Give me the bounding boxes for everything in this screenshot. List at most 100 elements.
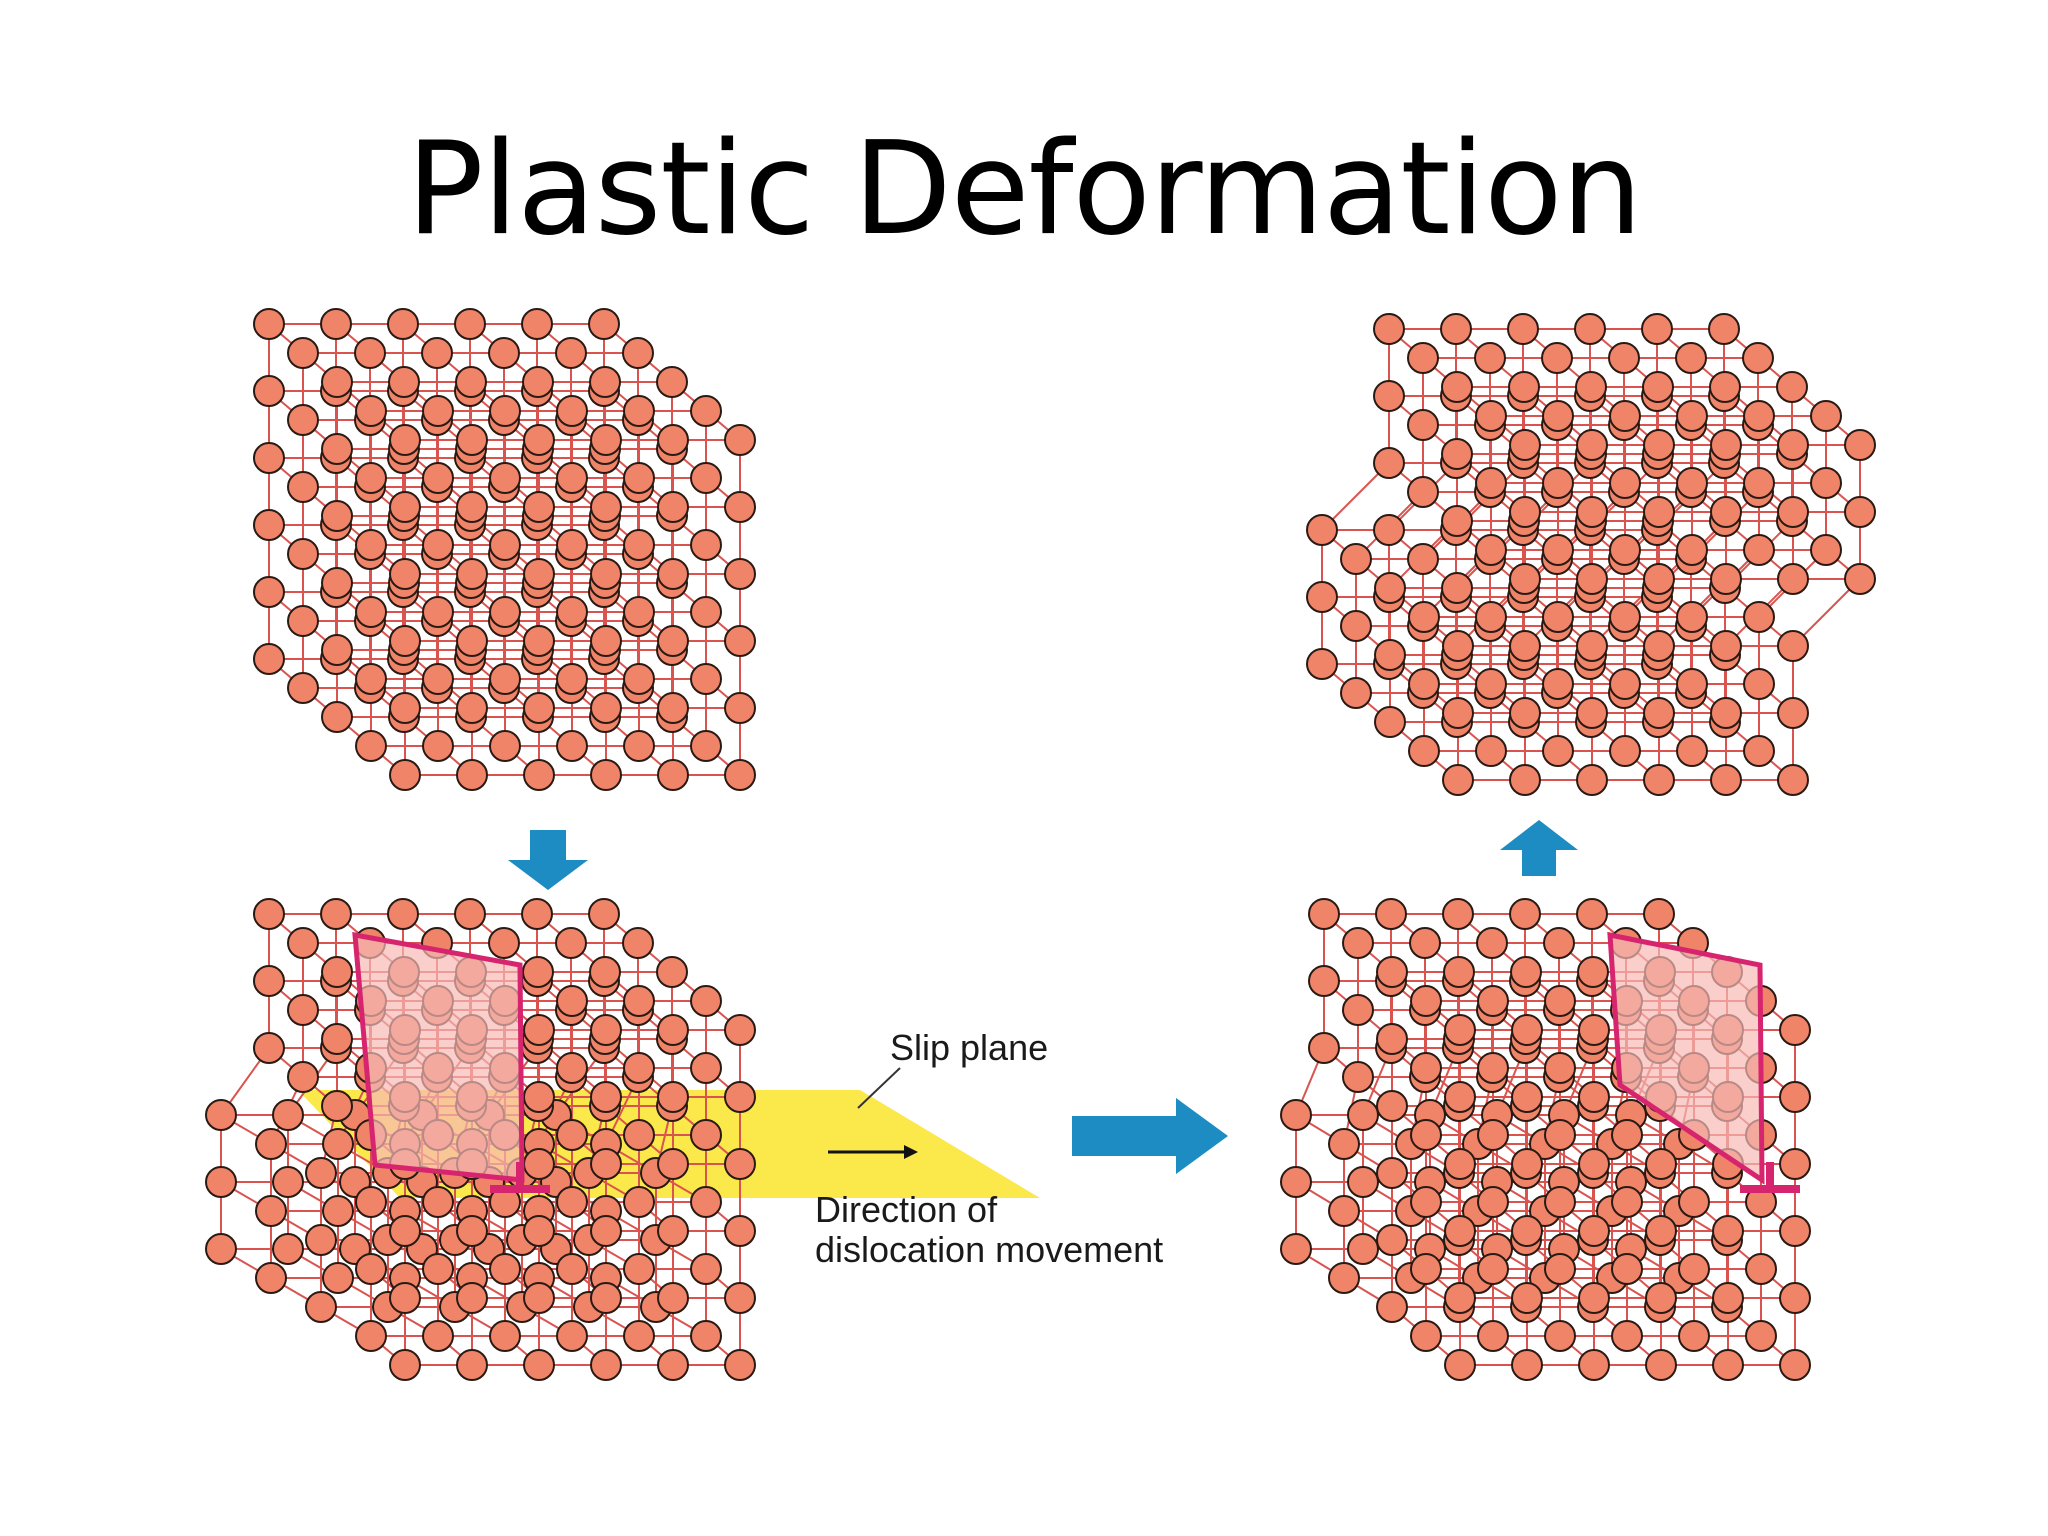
- atom: [523, 1349, 555, 1381]
- atom: [522, 956, 554, 988]
- atom: [322, 1128, 354, 1160]
- atom: [287, 538, 319, 570]
- atom: [305, 1291, 337, 1323]
- atom: [1444, 1014, 1476, 1046]
- atom: [1710, 429, 1742, 461]
- atom: [1441, 505, 1473, 537]
- atom: [1509, 563, 1541, 595]
- atom: [1576, 630, 1608, 662]
- atom: [523, 558, 555, 590]
- atom: [454, 898, 486, 930]
- atom: [724, 1148, 756, 1180]
- atom: [1475, 400, 1507, 432]
- atom: [389, 759, 421, 791]
- atom: [1442, 697, 1474, 729]
- slipped-crystal-lattice: [1306, 313, 1876, 796]
- atom: [724, 1014, 756, 1046]
- atom: [389, 1215, 421, 1247]
- atom: [724, 625, 756, 657]
- direction-arrow-head: [904, 1145, 918, 1159]
- atom: [1376, 956, 1408, 988]
- atom: [1376, 1023, 1408, 1055]
- atom: [1409, 927, 1441, 959]
- atom: [272, 1233, 304, 1265]
- atom: [1410, 1119, 1442, 1151]
- atom: [623, 1119, 655, 1151]
- atom: [724, 424, 756, 456]
- atom: [1779, 1148, 1811, 1180]
- atom: [690, 395, 722, 427]
- atom: [1645, 1282, 1677, 1314]
- atom: [389, 1349, 421, 1381]
- atom: [1777, 496, 1809, 528]
- atom: [322, 1195, 354, 1227]
- atom: [422, 663, 454, 695]
- atom: [253, 576, 285, 608]
- atom: [1609, 668, 1641, 700]
- atom: [556, 596, 588, 628]
- atom: [389, 1282, 421, 1314]
- atom: [1578, 1014, 1610, 1046]
- atom: [523, 692, 555, 724]
- atom: [321, 567, 353, 599]
- atom: [1376, 1291, 1408, 1323]
- atom: [1544, 1320, 1576, 1352]
- edge-dislocation-stem: [516, 1162, 524, 1190]
- atom: [1743, 534, 1775, 566]
- atom: [1544, 985, 1576, 1017]
- atom: [253, 308, 285, 340]
- atom: [623, 395, 655, 427]
- atom: [355, 663, 387, 695]
- atom: [588, 898, 620, 930]
- atom: [1544, 1253, 1576, 1285]
- atom: [1645, 1349, 1677, 1381]
- atom: [1306, 514, 1338, 546]
- atom: [1328, 1195, 1360, 1227]
- atom: [1643, 764, 1675, 796]
- atom: [590, 759, 622, 791]
- atom: [1510, 956, 1542, 988]
- atom: [355, 462, 387, 494]
- atom: [1777, 697, 1809, 729]
- atom: [287, 672, 319, 704]
- atom: [1745, 1253, 1777, 1285]
- atom: [590, 625, 622, 657]
- atom: [1509, 898, 1541, 930]
- atom: [1410, 985, 1442, 1017]
- atom: [1574, 313, 1606, 345]
- atom: [1643, 496, 1675, 528]
- atom: [1509, 630, 1541, 662]
- atom: [656, 366, 688, 398]
- atom: [690, 1052, 722, 1084]
- atom: [724, 491, 756, 523]
- atom: [1374, 639, 1406, 671]
- atom: [1342, 1061, 1374, 1093]
- atom: [589, 366, 621, 398]
- atom: [1779, 1081, 1811, 1113]
- atom: [724, 1081, 756, 1113]
- atom: [556, 1253, 588, 1285]
- atom: [690, 730, 722, 762]
- atom-group: [1306, 313, 1876, 796]
- atom: [1280, 1099, 1312, 1131]
- atom: [1376, 1224, 1408, 1256]
- atom: [623, 529, 655, 561]
- atom: [1576, 697, 1608, 729]
- atom: [1776, 371, 1808, 403]
- atom: [1709, 371, 1741, 403]
- atom: [489, 462, 521, 494]
- atom: [1477, 1320, 1509, 1352]
- atom: [1475, 601, 1507, 633]
- atom: [1576, 898, 1608, 930]
- atom: [657, 1148, 689, 1180]
- atom: [355, 730, 387, 762]
- atom: [623, 462, 655, 494]
- atom: [1578, 1081, 1610, 1113]
- atom: [724, 1282, 756, 1314]
- atom: [724, 759, 756, 791]
- atom: [556, 529, 588, 561]
- atom: [623, 1253, 655, 1285]
- atom: [456, 491, 488, 523]
- atom: [1542, 601, 1574, 633]
- atom: [321, 1090, 353, 1122]
